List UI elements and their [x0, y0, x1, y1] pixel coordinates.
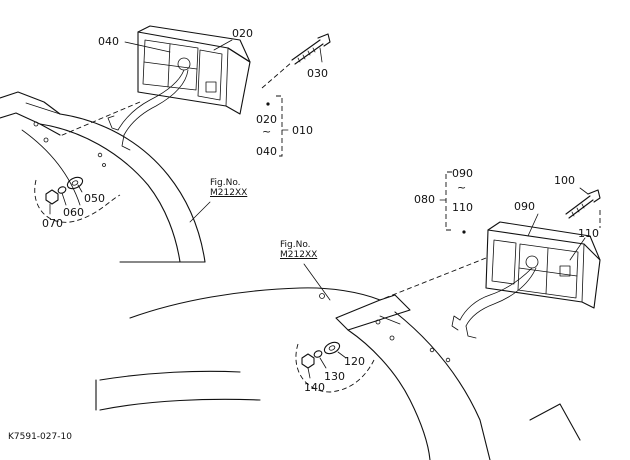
right-screw [565, 187, 601, 219]
figref-right[interactable]: Fig.No. M212XX [280, 240, 317, 261]
left-dash-screw [261, 61, 293, 89]
right-fender [95, 287, 581, 460]
right-point-dot [462, 230, 466, 234]
figref-left-title: Fig.No. [210, 178, 241, 188]
figref-left-code[interactable]: M212XX [210, 188, 248, 199]
figref-right-code[interactable]: M212XX [280, 250, 318, 261]
callout-020-range-start: 020 [256, 113, 277, 126]
right-dash-fender [379, 257, 487, 301]
callout-110-range-end: 110 [452, 201, 473, 214]
left-hardware-group [34, 176, 121, 223]
callout-070: 070 [42, 217, 63, 230]
left-lamp-assembly [107, 25, 251, 151]
left-range-bracket [276, 95, 283, 157]
callout-120: 120 [344, 355, 365, 368]
left-dash-fender [59, 101, 141, 137]
left-figref-leader [189, 201, 211, 223]
drawing-number: K7591-027-10 [8, 432, 72, 442]
callout-130: 130 [324, 370, 345, 383]
callout-050: 050 [84, 192, 105, 205]
right-range-bracket [445, 171, 452, 231]
right-figref-leader [303, 263, 331, 301]
left-point-dot [266, 102, 270, 106]
callout-060: 060 [63, 206, 84, 219]
range-tilde-left: ~ [262, 125, 272, 138]
callout-040: 040 [98, 35, 119, 48]
callout-100: 100 [554, 174, 575, 187]
callout-090: 090 [514, 200, 535, 213]
right-lamp-assembly [451, 213, 601, 339]
left-screw [291, 33, 331, 65]
callout-040-range-end: 040 [256, 145, 277, 158]
callout-030: 030 [307, 67, 328, 80]
callout-020: 020 [232, 27, 253, 40]
callout-010: 010 [292, 124, 313, 137]
right-hardware-group [295, 341, 375, 393]
callout-140: 140 [304, 381, 325, 394]
callout-090-range-start: 090 [452, 167, 473, 180]
figref-right-title: Fig.No. [280, 240, 311, 250]
callout-080: 080 [414, 193, 435, 206]
range-tilde-right: ~ [457, 181, 467, 194]
callout-110: 110 [578, 227, 599, 240]
figref-left[interactable]: Fig.No. M212XX [210, 178, 247, 199]
